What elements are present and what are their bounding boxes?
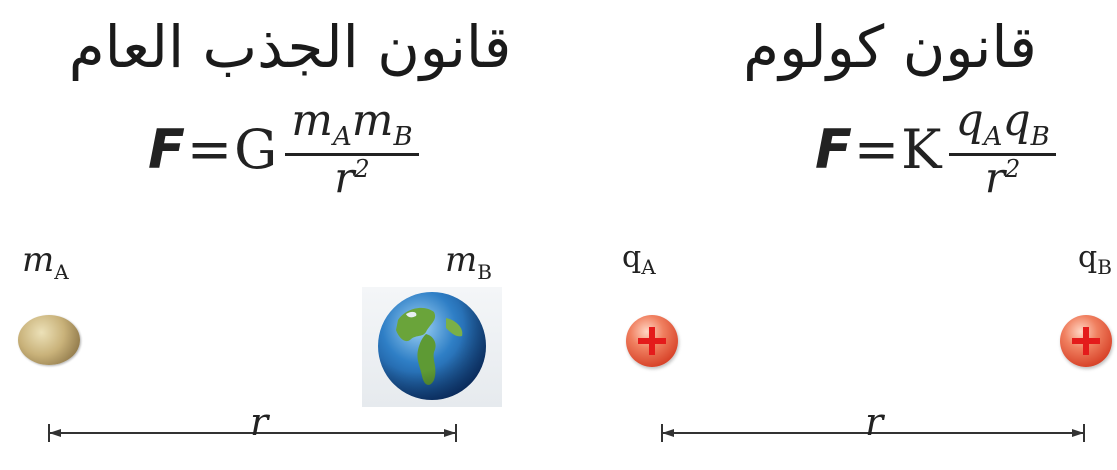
- distance-exponent: 2: [1005, 155, 1020, 183]
- mass-b-symbol: m: [352, 95, 394, 146]
- earth-icon: [376, 290, 488, 402]
- mass-a-label: mA: [22, 240, 69, 284]
- formula-denominator: r2: [985, 156, 1020, 200]
- charge-b-subscript: B: [1031, 122, 1050, 152]
- mass-b-label-symbol: m: [445, 240, 477, 280]
- coulomb-panel: قانون كولوم F = K qAqB r2 qA qB r: [580, 0, 1117, 470]
- formula-force: F: [815, 118, 852, 181]
- charge-a-symbol: q: [955, 95, 983, 146]
- charge-b: [1060, 315, 1112, 367]
- formula-denominator: r2: [334, 156, 369, 200]
- coulomb-distance-label: r: [865, 400, 883, 444]
- charge-a-label: qA: [622, 240, 656, 279]
- formula-equals: =: [187, 118, 232, 181]
- mass-b-subscript: B: [394, 122, 413, 152]
- plus-charge-icon: [1066, 321, 1106, 361]
- gravity-title: قانون الجذب العام: [20, 18, 560, 76]
- distance-symbol: r: [334, 153, 354, 202]
- charge-a-label-symbol: q: [622, 240, 641, 275]
- formula-force: F: [148, 118, 185, 181]
- gravitational-constant: G: [234, 118, 277, 181]
- charge-a: [626, 315, 678, 367]
- gravity-formula: F = G mAmB r2: [148, 98, 419, 200]
- formula-numerator: qAqB: [949, 98, 1055, 156]
- mass-a-symbol: m: [291, 95, 333, 146]
- mass-a-subscript: A: [333, 122, 352, 152]
- gravity-panel: قانون الجذب العام F = G mAmB r2 mA mB: [0, 0, 540, 470]
- moon-icon: [18, 315, 80, 365]
- distance-symbol: r: [985, 153, 1005, 202]
- mass-b-label-sub: B: [477, 260, 492, 284]
- formula-equals: =: [854, 118, 899, 181]
- formula-fraction: mAmB r2: [285, 98, 418, 200]
- mass-a-label-sub: A: [54, 260, 68, 284]
- coulomb-formula: F = K qAqB r2: [815, 98, 1056, 200]
- mass-b-label: mB: [445, 240, 492, 284]
- charge-b-label-sub: B: [1097, 255, 1112, 279]
- formula-numerator: mAmB: [285, 98, 418, 156]
- plus-charge-icon: [632, 321, 672, 361]
- charge-a-subscript: A: [984, 122, 1003, 152]
- mass-a-label-symbol: m: [22, 240, 54, 280]
- coulomb-constant: K: [901, 118, 941, 181]
- distance-exponent: 2: [354, 155, 369, 183]
- formula-fraction: qAqB r2: [949, 98, 1055, 200]
- charge-b-label-symbol: q: [1078, 240, 1097, 275]
- gravity-distance-label: r: [250, 400, 268, 444]
- earth-image: [362, 287, 502, 407]
- coulomb-title: قانون كولوم: [620, 18, 1117, 76]
- charge-a-label-sub: A: [641, 255, 655, 279]
- charge-b-symbol: q: [1002, 95, 1030, 146]
- charge-b-label: qB: [1078, 240, 1112, 279]
